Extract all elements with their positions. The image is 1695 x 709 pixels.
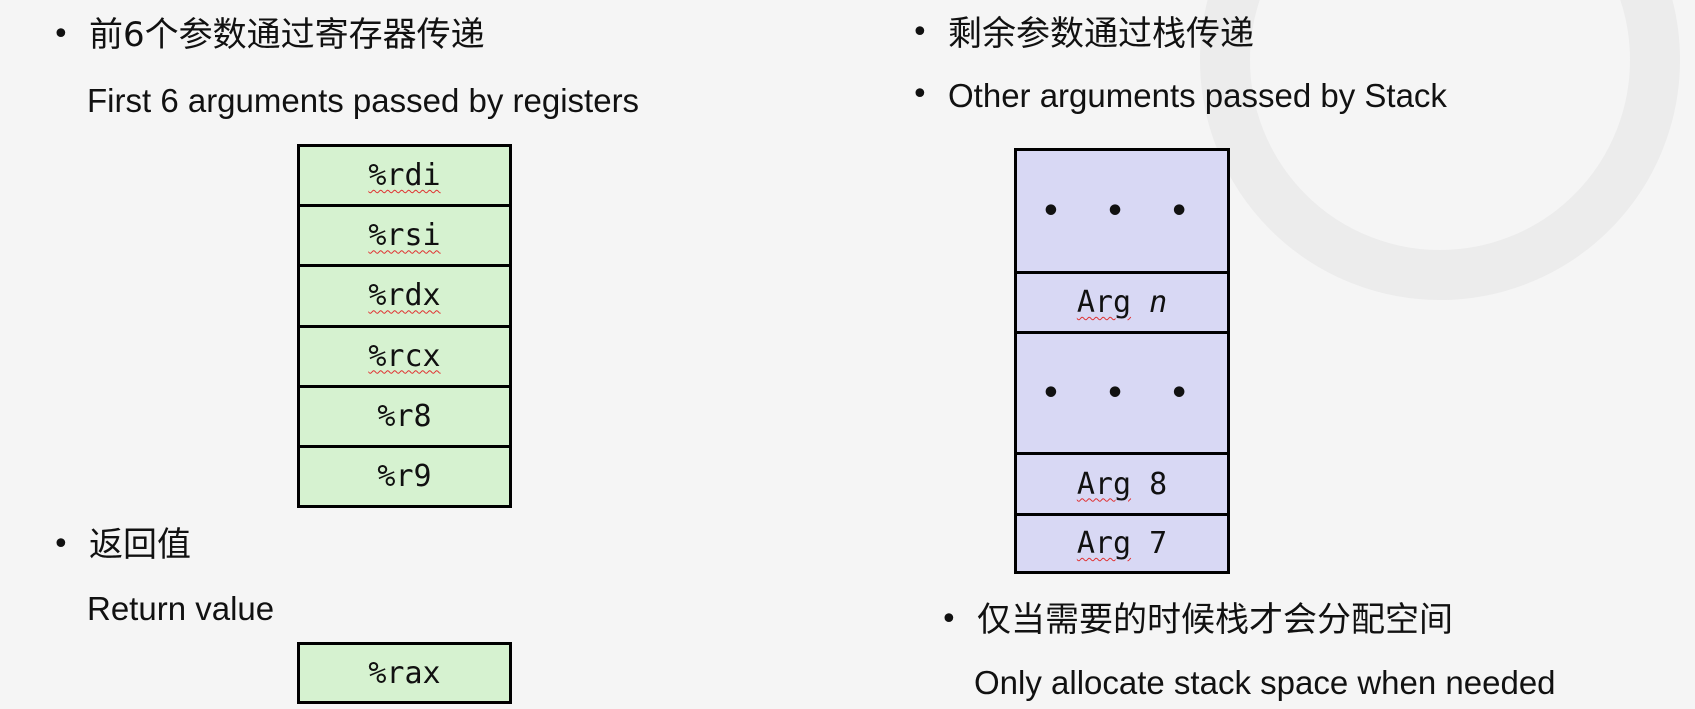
bullet-icon: • <box>52 527 70 562</box>
register-label: %r9 <box>377 458 432 494</box>
register-rdi: %rdi <box>300 147 509 208</box>
arg-prefix: Arg <box>1076 466 1132 502</box>
register-label: %rdi <box>368 158 441 194</box>
register-label: %rdx <box>368 278 441 314</box>
stack-ellipsis-top: • • • <box>1017 151 1227 274</box>
stack-arg-n: Arg n <box>1017 274 1227 334</box>
stack-arg-7: Arg 7 <box>1017 516 1227 571</box>
register-rsi: %rsi <box>300 207 509 268</box>
register-rcx: %rcx <box>300 328 509 388</box>
arg-number: n <box>1149 285 1168 320</box>
return-heading-zh: 返回值 <box>89 525 191 565</box>
stack-heading-en: Other arguments passed by Stack <box>948 77 1447 114</box>
return-heading-en: Return value <box>87 590 275 627</box>
register-label: %r8 <box>377 398 432 434</box>
return-register-box: %rax <box>297 642 512 704</box>
register-label: %rsi <box>368 218 441 254</box>
stack-note-zh: 仅当需要的时候栈才会分配空间 <box>977 600 1453 640</box>
stack-heading-zh: 剩余参数通过栈传递 <box>948 14 1254 54</box>
register-r9: %r9 <box>300 448 509 505</box>
arg-number: 7 <box>1149 526 1168 561</box>
register-rdx: %rdx <box>300 267 509 328</box>
register-label: %rcx <box>368 338 441 374</box>
ellipsis-label: • • • <box>1041 193 1203 229</box>
bullet-icon: • <box>911 15 929 50</box>
stack-diagram: • • • Arg n • • • Arg 8 Arg 7 <box>1014 148 1230 574</box>
ellipsis-label: • • • <box>1041 375 1203 411</box>
bullet-icon: • <box>940 602 958 637</box>
arg-number: 8 <box>1149 466 1168 502</box>
register-table: %rdi %rsi %rdx %rcx %r8 %r9 <box>297 144 512 508</box>
stack-arg-8: Arg 8 <box>1017 455 1227 516</box>
arg-prefix: Arg <box>1076 526 1132 561</box>
register-r8: %r8 <box>300 388 509 448</box>
register-rax: %rax <box>300 645 509 701</box>
watermark-seal <box>1200 0 1680 300</box>
arg-prefix: Arg <box>1076 285 1132 320</box>
register-label: %rax <box>368 655 441 691</box>
stack-ellipsis-middle: • • • <box>1017 334 1227 455</box>
bullet-icon: • <box>52 17 70 52</box>
stack-note-en: Only allocate stack space when needed <box>974 664 1556 701</box>
bullet-icon: • <box>911 77 929 112</box>
registers-heading-zh: 前6个参数通过寄存器传递 <box>89 15 485 55</box>
registers-heading-en: First 6 arguments passed by registers <box>87 82 640 119</box>
